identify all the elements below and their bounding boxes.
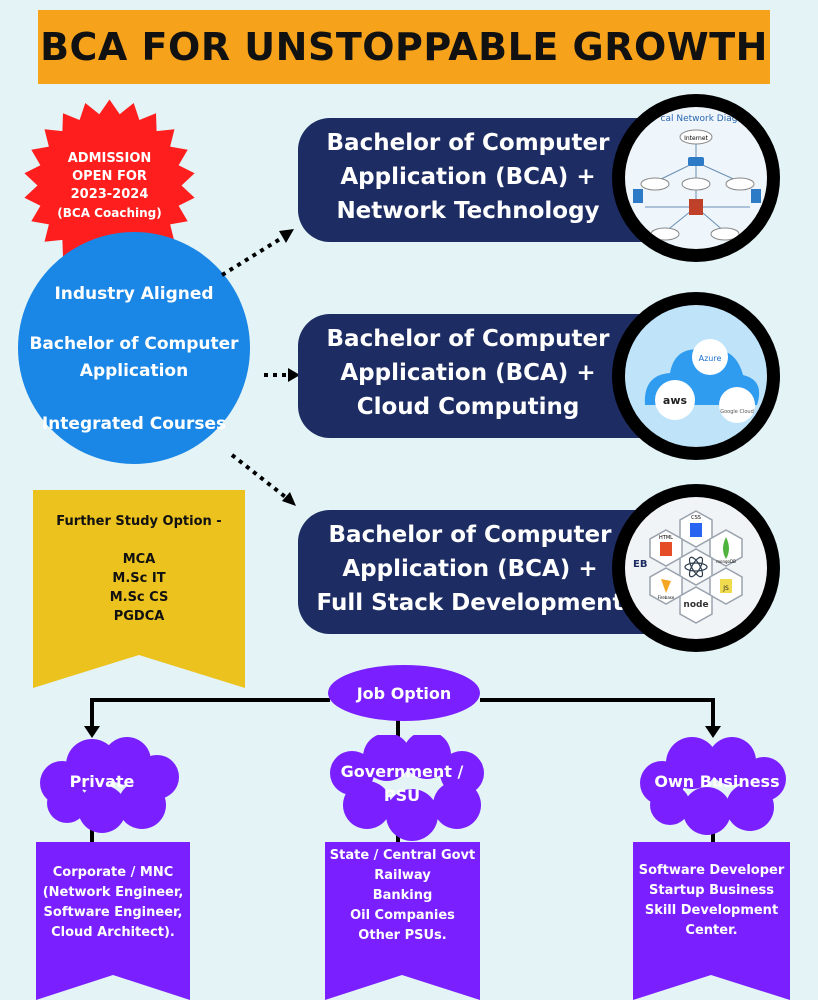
- course-line: Cloud Computing: [356, 394, 580, 420]
- circle-line-integrated: Integrated Courses: [41, 414, 227, 434]
- government-label-line: Government /: [340, 762, 464, 781]
- business-label: Own Business: [654, 772, 780, 791]
- network-diagram-title: cal Network Diag: [661, 114, 738, 124]
- badge-line-2: OPEN FOR: [72, 168, 147, 184]
- private-label: Private: [69, 772, 135, 791]
- private-cloud: [40, 737, 179, 833]
- circle-line-industry: Industry Aligned: [54, 284, 214, 304]
- course-text-network: Bachelor of Computer Application (BCA) +…: [298, 126, 638, 228]
- cloud-providers-image: Azure aws Google Cloud: [644, 339, 760, 423]
- further-study-banner: [33, 490, 245, 688]
- government-box: [325, 842, 480, 1000]
- further-option: PGDCA: [113, 609, 165, 624]
- badge-line-1: ADMISSION: [67, 150, 152, 166]
- arrow-to-network: [220, 234, 287, 277]
- business-detail-line: Startup Business: [649, 883, 774, 898]
- government-cloud: [330, 735, 484, 841]
- business-details: Software Developer Startup Business Skil…: [633, 861, 790, 941]
- title-banner: BCA FOR UNSTOPPABLE GROWTH: [38, 10, 770, 84]
- government-detail-line: Oil Companies: [350, 908, 455, 923]
- government-detail-line: State / Central Govt: [329, 848, 476, 863]
- private-box: [36, 842, 190, 1000]
- circle-line-bca-1: Bachelor of Computer: [29, 334, 239, 354]
- circle-line-bca-2: Application: [79, 361, 189, 381]
- private-detail-line: Cloud Architect).: [51, 925, 175, 940]
- private-detail-line: (Network Engineer,: [42, 885, 184, 900]
- further-option: M.Sc CS: [109, 590, 169, 605]
- course-line: Application (BCA) +: [342, 556, 598, 582]
- business-detail-line: Center.: [685, 923, 738, 938]
- html-logo: HTML: [659, 535, 673, 541]
- course-text-cloud: Bachelor of Computer Application (BCA) +…: [298, 322, 638, 424]
- job-option-button[interactable]: Job Option: [328, 665, 480, 721]
- stack-side-text: EB: [633, 559, 647, 570]
- government-label-line: PSU: [383, 786, 421, 805]
- network-diagram-ring: cal Network Diag Internet: [612, 94, 780, 262]
- mongodb-logo: mongoDB: [716, 559, 736, 564]
- network-internet-label: Internet: [684, 135, 708, 142]
- further-option: MCA: [122, 552, 156, 567]
- course-line: Bachelor of Computer: [328, 522, 612, 548]
- page-title: BCA FOR UNSTOPPABLE GROWTH: [40, 25, 768, 69]
- business-detail-line: Skill Development: [644, 903, 779, 918]
- course-line: Network Technology: [336, 198, 600, 224]
- course-line: Full Stack Development: [316, 590, 624, 616]
- course-line: Bachelor of Computer: [326, 326, 610, 352]
- course-line: Application (BCA) +: [340, 360, 596, 386]
- firebase-logo: Firebase: [658, 595, 675, 600]
- private-details: Corporate / MNC (Network Engineer, Softw…: [36, 863, 190, 943]
- node-logo: node: [683, 600, 708, 610]
- badge-line-4: (BCA Coaching): [57, 205, 162, 220]
- government-detail-line: Other PSUs.: [358, 928, 447, 943]
- business-box: [633, 842, 790, 1000]
- job-detail-boxes: [36, 842, 790, 1000]
- arrow-to-fullstack: [230, 453, 290, 501]
- further-option: M.Sc IT: [112, 571, 166, 586]
- admission-badge-text: ADMISSION OPEN FOR 2023-2024 (BCA Coachi…: [22, 98, 197, 273]
- government-label: Government / PSU: [337, 760, 467, 808]
- business-cloud: [640, 737, 786, 835]
- business-detail-line: Software Developer: [638, 863, 785, 878]
- google-cloud-logo: Google Cloud: [720, 409, 754, 415]
- further-study-text: Further Study Option - MCA M.Sc IT M.Sc …: [33, 512, 245, 626]
- program-circle: [18, 232, 250, 464]
- network-diagram-image: cal Network Diag Internet: [633, 114, 761, 241]
- tech-stack-image: EB CSS HTML mongoDB Firebase: [633, 510, 743, 624]
- admission-badge: [24, 99, 195, 272]
- azure-logo: Azure: [699, 354, 722, 363]
- course-arrows: [220, 229, 300, 506]
- js-logo: JS: [722, 585, 729, 592]
- cloud-ring: Azure aws Google Cloud: [612, 292, 780, 460]
- aws-logo: aws: [663, 394, 688, 407]
- css-logo: CSS: [691, 515, 701, 521]
- badge-line-3: 2023-2024: [70, 186, 149, 202]
- job-clouds: [40, 735, 786, 841]
- fullstack-ring: EB CSS HTML mongoDB Firebase: [612, 484, 780, 652]
- government-detail-line: Railway: [374, 868, 431, 883]
- further-study-heading: Further Study Option -: [56, 514, 222, 529]
- private-detail-line: Corporate / MNC: [52, 865, 174, 880]
- course-line: Application (BCA) +: [340, 164, 596, 190]
- government-detail-line: Banking: [372, 888, 433, 903]
- private-detail-line: Software Engineer,: [43, 905, 183, 920]
- government-details: State / Central Govt Railway Banking Oil…: [325, 846, 480, 946]
- course-text-fullstack: Bachelor of Computer Application (BCA) +…: [300, 518, 640, 620]
- course-line: Bachelor of Computer: [326, 130, 610, 156]
